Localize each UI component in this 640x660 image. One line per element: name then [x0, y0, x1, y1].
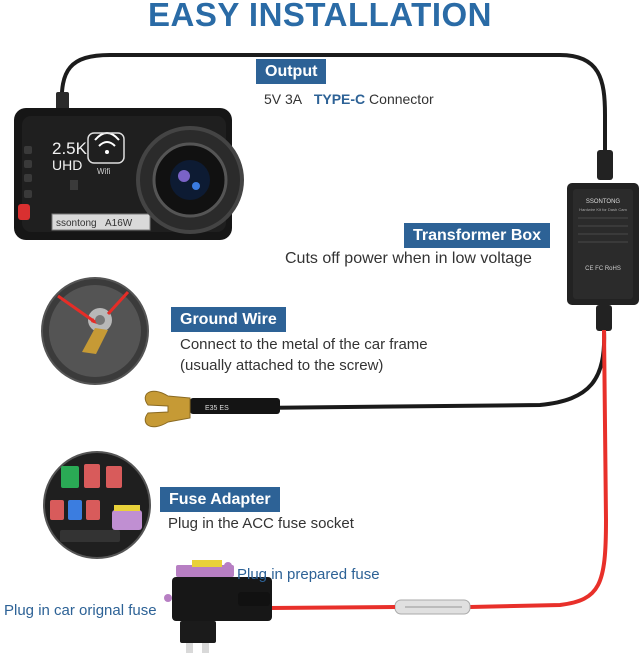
output-connector: Connector — [369, 91, 434, 107]
box-brand-text: SSONTONG — [586, 199, 621, 205]
prepared-fuse-caption: Plug in prepared fuse — [237, 566, 380, 583]
ground-wire-sleeve — [190, 398, 280, 414]
red-arrow — [57, 294, 96, 324]
fuse-inset — [43, 451, 151, 559]
camera-brand: ssontong — [56, 218, 97, 229]
camera-resolution: 2.5K — [52, 139, 88, 158]
camera-uhd: UHD — [52, 157, 82, 173]
prepared-fuse-dot — [224, 562, 232, 570]
output-cable — [59, 53, 607, 160]
red-wire-to-adapter — [269, 605, 396, 610]
original-fuse-dot — [164, 594, 172, 602]
fuse-adapter-graphic — [172, 560, 272, 653]
output-label: Output — [256, 59, 327, 84]
box-marks-text: CE FC RoHS — [585, 266, 621, 272]
original-fuse-caption: Plug in car orignal fuse — [4, 602, 157, 619]
camera-wifi-text: Wifi — [97, 167, 111, 176]
ground-wire-desc-1: Connect to the metal of the car frame — [180, 336, 428, 353]
output-type-c: TYPE-C — [313, 91, 366, 107]
fork-terminal — [144, 390, 191, 428]
ground-inset — [41, 277, 149, 385]
output-voltage: 5V 3A — [264, 91, 303, 107]
red-wire — [469, 329, 609, 609]
fuse-adapter-desc: Plug in the ACC fuse socket — [168, 515, 354, 532]
dash-cam — [14, 108, 244, 240]
transformer-box: SSONTONG Hardwire Kit for Dash Cam CE FC… — [567, 150, 639, 331]
transformer-desc: Cuts off power when in low voltage — [285, 250, 532, 267]
ground-wire-desc-2: (usually attached to the screw) — [180, 357, 384, 374]
output-spec: 5V 3A TYPE-C Connector — [264, 91, 434, 107]
fuse-adapter-label: Fuse Adapter — [160, 487, 280, 512]
box-subtitle-text: Hardwire Kit for Dash Cam — [579, 207, 627, 212]
page-title: EASY INSTALLATION — [147, 0, 492, 33]
ground-wire-label: Ground Wire — [171, 307, 286, 332]
camera-model: A16W — [105, 218, 133, 229]
transformer-label: Transformer Box — [404, 223, 551, 248]
sleeve-print: E35 ES — [205, 405, 229, 412]
